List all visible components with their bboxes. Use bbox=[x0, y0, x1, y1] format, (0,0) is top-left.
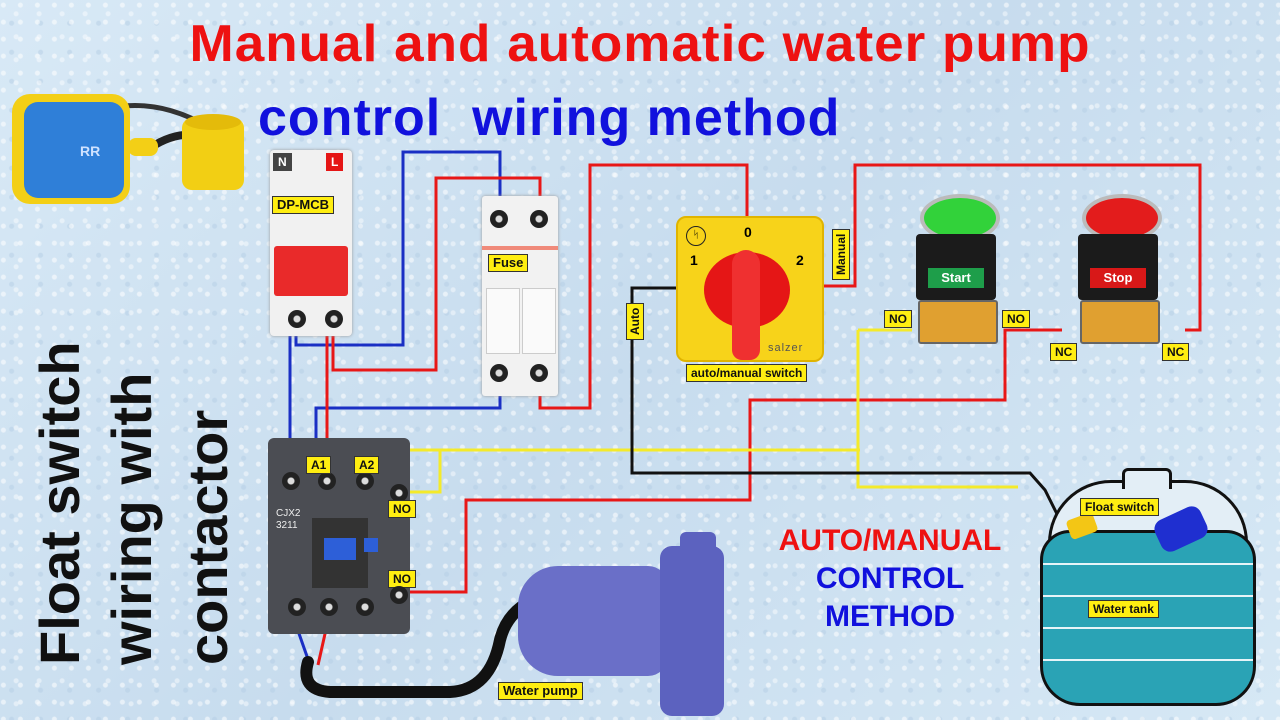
lt-logo-icon: ᛋ bbox=[686, 226, 706, 246]
method-caption-line1: AUTO/MANUAL bbox=[778, 524, 1002, 557]
mcb-line-tag: L bbox=[326, 153, 344, 171]
mcb-terminal-n bbox=[288, 310, 306, 328]
float-switch-icon: RR bbox=[10, 88, 250, 210]
selector-label: auto/manual switch bbox=[686, 364, 808, 382]
mcb-neutral-tag: N bbox=[273, 153, 292, 171]
contactor-l1-terminal bbox=[282, 472, 300, 490]
aux-no-top-terminal bbox=[390, 484, 408, 502]
stop-nc-left-tag: NC bbox=[1050, 343, 1078, 361]
selector-brand: salzer bbox=[768, 342, 804, 354]
aux-no-bottom-terminal bbox=[390, 586, 408, 604]
start-no-left-tag: NO bbox=[884, 310, 912, 328]
aux-no-top-tag: NO bbox=[388, 500, 416, 518]
start-push-button[interactable]: Start bbox=[910, 194, 1002, 344]
method-caption-line3: METHOD bbox=[825, 600, 955, 633]
contactor-l2-terminal bbox=[318, 472, 336, 490]
tank-lid bbox=[1122, 468, 1172, 489]
stop-push-button[interactable]: Stop bbox=[1072, 194, 1164, 344]
contactor-t2-terminal bbox=[320, 598, 338, 616]
float-switch-label: Float switch bbox=[1080, 498, 1160, 516]
fuse-label: Fuse bbox=[488, 254, 529, 272]
contactor-l3-terminal bbox=[356, 472, 374, 490]
fuse-terminal-bottom-l bbox=[530, 364, 548, 382]
mcb-terminal-l bbox=[325, 310, 343, 328]
dp-mcb: N L DP-MCB bbox=[270, 150, 352, 336]
position-0: 0 bbox=[744, 224, 752, 240]
aux-no-bottom-tag: NO bbox=[388, 570, 416, 588]
selector-handle[interactable] bbox=[732, 250, 760, 360]
water-pump-head bbox=[660, 546, 724, 716]
method-caption: AUTO/MANUAL CONTROL METHOD bbox=[740, 522, 1040, 636]
stop-label: Stop bbox=[1090, 268, 1146, 288]
main-title: Manual and automatic water pump bbox=[189, 15, 1091, 73]
water-pump-motor bbox=[518, 566, 668, 676]
fuse-terminal-bottom-n bbox=[490, 364, 508, 382]
mcb-label: DP-MCB bbox=[272, 196, 334, 214]
fuse-terminal-top-l bbox=[530, 210, 548, 228]
fuse-holder: Fuse bbox=[482, 196, 558, 396]
method-caption-line2: CONTROL bbox=[815, 562, 965, 595]
fuse-terminal-top-n bbox=[490, 210, 508, 228]
auto-tag: Auto bbox=[626, 302, 644, 340]
water-tank bbox=[1040, 530, 1256, 706]
contactor: A1 A2 NO CJX2 3211 NO bbox=[268, 438, 416, 634]
coil-a1-tag: A1 bbox=[306, 456, 332, 474]
contactor-t1-terminal bbox=[288, 598, 306, 616]
manual-tag: Manual bbox=[832, 228, 850, 280]
stop-nc-right-tag: NC bbox=[1162, 343, 1190, 361]
water-tank-label: Water tank bbox=[1088, 600, 1159, 618]
contactor-indicator bbox=[324, 538, 356, 560]
position-1: 1 bbox=[690, 252, 698, 268]
contactor-model: CJX2 3211 bbox=[276, 508, 301, 531]
mcb-toggle bbox=[274, 246, 348, 296]
start-no-right-tag: NO bbox=[1002, 310, 1030, 328]
start-label: Start bbox=[928, 268, 984, 288]
water-pump-label: Water pump bbox=[498, 682, 583, 700]
position-2: 2 bbox=[796, 252, 804, 268]
svg-text:RR: RR bbox=[80, 143, 100, 159]
coil-a2-tag: A2 bbox=[354, 456, 380, 474]
contactor-t3-terminal bbox=[356, 598, 374, 616]
sub-title: control wiring method bbox=[258, 89, 841, 147]
